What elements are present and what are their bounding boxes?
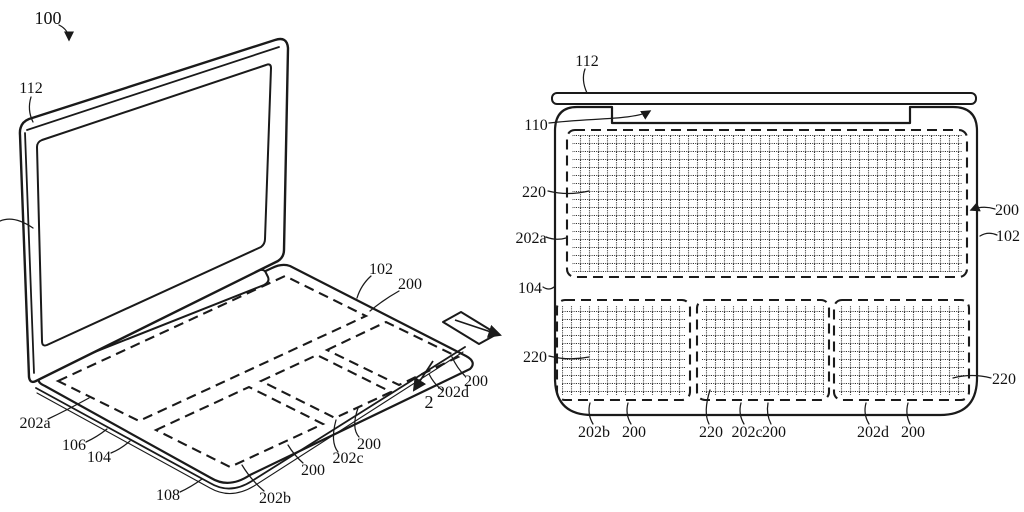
region-202d-dashed: [832, 298, 971, 402]
ref-label-2-section: 2: [425, 392, 434, 412]
ref-label-200-bottommid: 200: [357, 436, 381, 453]
leader-line: [369, 290, 400, 312]
region-202a-dashed: [565, 128, 969, 279]
lid-rim-line-top: [26, 46, 280, 131]
leader-line: [428, 373, 443, 391]
leader-line: [588, 402, 594, 425]
cropped-leader-line: [0, 218, 34, 229]
ref-label-102-left: 102: [369, 261, 393, 278]
base-sidewall-line: [35, 346, 466, 490]
leader-line: [179, 478, 203, 493]
display-screen: [36, 63, 272, 347]
ref-label-200-rightedge: 200: [995, 202, 1019, 219]
region-202b-fill: [562, 305, 685, 395]
leader-line: [739, 402, 745, 425]
leader-line: [548, 110, 652, 124]
section-tab: [442, 311, 498, 345]
section-arrow-out: [454, 319, 502, 338]
ref-label-200-bottom1: 200: [622, 424, 646, 441]
lid-edge-bar: [551, 92, 977, 105]
region-202a-fill: [572, 135, 962, 272]
region-202c-dashed: [258, 353, 394, 420]
ref-label-202c-bottom: 202c: [731, 424, 762, 441]
leader-line: [332, 419, 339, 453]
ref-label-200-bottom2: 200: [762, 424, 786, 441]
ref-label-200-right: 200: [464, 373, 488, 390]
ref-label-202b-left: 202b: [259, 490, 291, 507]
base-sidewall-line: [36, 351, 464, 495]
region-202c-dashed: [695, 298, 831, 402]
region-202d-fill: [839, 305, 964, 395]
leader-line: [356, 275, 372, 299]
leader-line: [582, 68, 588, 94]
ref-label-112-top: 112: [575, 53, 598, 70]
ref-label-108: 108: [156, 487, 180, 504]
leader-line: [28, 96, 34, 123]
leader-line: [969, 202, 996, 212]
figure-right-top-view: 112 110 220 202a 104 220 200 102 220 202…: [515, 53, 1020, 441]
ref-label-220-bottom: 220: [699, 424, 723, 441]
leader-line: [626, 402, 632, 425]
section-arrow-down: [412, 360, 434, 392]
ref-label-220-upperleft: 220: [522, 184, 546, 201]
leader-line: [545, 236, 567, 240]
leader-line: [110, 440, 131, 454]
ref-label-202a-left: 202a: [19, 415, 50, 432]
leader-line: [542, 286, 555, 290]
leader-line: [766, 402, 772, 425]
ref-label-202b-bottom: 202b: [578, 424, 610, 441]
leader-line: [58, 24, 74, 42]
ref-label-104-left: 104: [87, 449, 111, 466]
leader-line: [547, 190, 590, 195]
leader-line: [85, 428, 108, 443]
laptop-base-outline: [37, 263, 474, 484]
leader-line: [705, 389, 711, 425]
lid-rim-line-left: [24, 132, 35, 374]
leader-line: [906, 402, 911, 425]
leader-line: [864, 402, 870, 425]
ref-label-100: 100: [35, 8, 62, 28]
leader-line: [451, 356, 466, 377]
ref-label-202d-left: 202d: [437, 384, 469, 401]
region-202c-fill: [702, 305, 824, 395]
ref-label-200-bottom3: 200: [901, 424, 925, 441]
ref-label-202d-bottom: 202d: [857, 424, 889, 441]
region-202a-dashed: [55, 274, 369, 423]
ref-label-220-right: 220: [992, 371, 1016, 388]
leader-line: [979, 232, 998, 237]
leader-line: [287, 444, 304, 464]
ref-label-200-bottomleft: 200: [301, 462, 325, 479]
figure-left-perspective: 100 112 102 200 200 202d 2 202a 106 104 …: [0, 8, 502, 507]
ref-label-110: 110: [524, 117, 547, 134]
ref-label-220-lowerleft: 220: [523, 349, 547, 366]
ref-label-202a-top: 202a: [515, 230, 546, 247]
leader-line: [47, 397, 90, 420]
ref-label-106: 106: [62, 437, 86, 454]
ref-label-112-left: 112: [19, 80, 42, 97]
leader-line: [548, 355, 590, 360]
leader-line: [354, 407, 360, 438]
ref-label-200-top: 200: [398, 276, 422, 293]
region-202b-dashed: [153, 385, 326, 469]
leader-line: [952, 374, 992, 379]
ref-label-102-right: 102: [996, 228, 1020, 245]
ref-label-104-top: 104: [518, 280, 542, 297]
region-202d-dashed: [324, 320, 461, 387]
leader-line: [241, 464, 265, 492]
ref-label-202c-left: 202c: [332, 450, 363, 467]
